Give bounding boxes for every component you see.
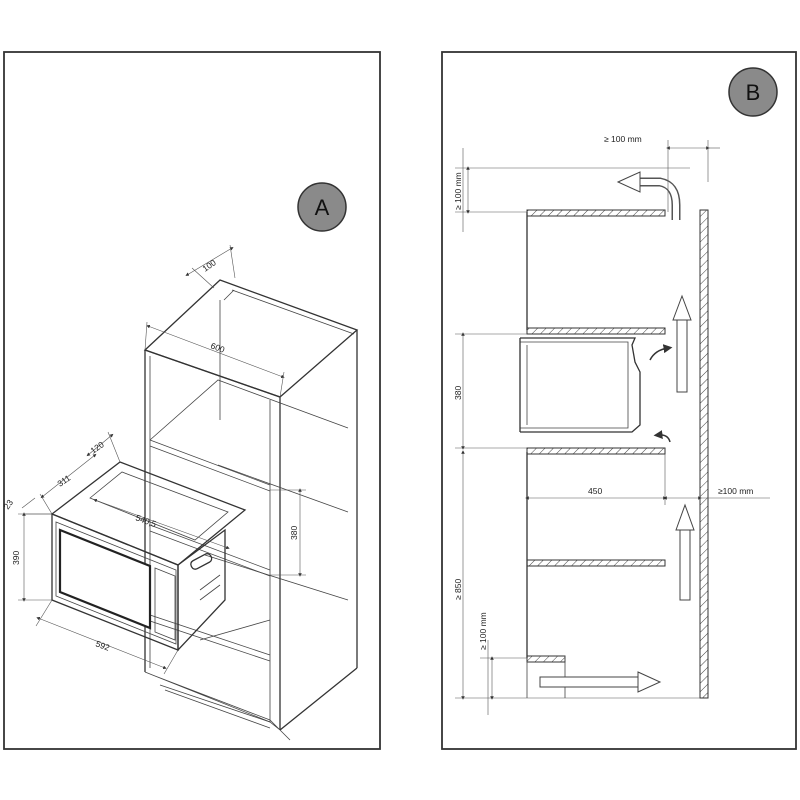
curved-arrow-bottom-icon [653, 430, 671, 443]
up-arrow-upper-icon [672, 294, 692, 393]
label-base-height: ≥ 850 [453, 579, 463, 600]
label-bottom-gap: ≥ 100 mm [478, 612, 488, 650]
badge-b: B [728, 67, 778, 117]
label-rear-gap: ≥100 mm [718, 486, 753, 496]
badge-a: A [297, 182, 347, 232]
bottom-shelf [526, 559, 666, 567]
panel-a: A [1, 51, 381, 750]
lower-shelf [526, 447, 666, 455]
badge-b-label: B [746, 80, 761, 105]
panel-a-frame [3, 51, 381, 750]
label-shelf-depth: 450 [588, 486, 602, 496]
dim-cabinet-width: 600 [209, 340, 226, 354]
upper-shelf [526, 327, 666, 335]
panel-b-frame [441, 51, 797, 750]
dim-oven-width: 592 [94, 638, 111, 652]
label-left-top-gap: ≥ 100 mm [453, 172, 463, 210]
oven-profile [519, 337, 641, 433]
plinth-top [526, 655, 566, 663]
top-shelf [526, 209, 666, 217]
airflow-arrows [539, 171, 695, 693]
intake-arrow-icon [539, 671, 662, 693]
rear-wall [699, 209, 709, 699]
badge-a-label: A [315, 195, 330, 220]
label-niche-height: 380 [453, 386, 463, 400]
dim-oven-height: 390 [11, 551, 21, 565]
curved-arrow-top-icon [649, 344, 673, 361]
dimensions-b: ≥ 100 mm ≥ 100 mm 380 450 ≥100 mm ≥ 8 [453, 134, 770, 715]
up-arrow-lower-icon [675, 503, 695, 601]
label-top-gap: ≥ 100 mm [604, 134, 642, 144]
dim-niche-height: 380 [289, 526, 299, 540]
exhaust-arrow-icon [616, 171, 641, 193]
panel-b: B [441, 51, 797, 750]
